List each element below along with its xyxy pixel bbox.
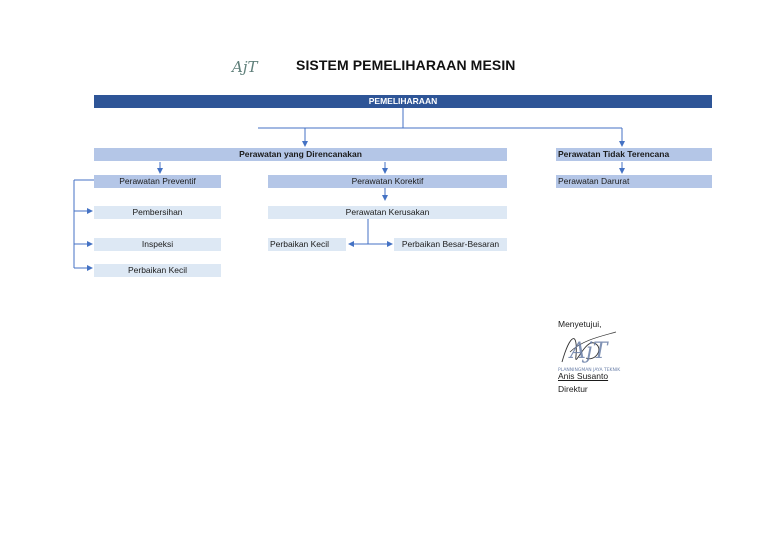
minor-repair-node: Perbaikan Kecil [268,238,346,251]
preventive-node: Perawatan Preventif [94,175,221,188]
company-logo: AjT [230,58,258,76]
signature-stamp: AjT PLANNINGMAN JAYA TEKNIK [558,331,621,373]
minor-repair-preventive-node: Perbaikan Kecil [94,264,221,277]
major-repair-node: Perbaikan Besar-Besaran [394,238,507,251]
unplanned-maintenance-node: Perawatan Tidak Terencana [556,148,712,161]
approved-label: Menyetujui, [558,319,602,329]
stamp-logo: AjT [568,339,610,364]
emergency-node: Perawatan Darurat [556,175,712,188]
damage-care-node: Perawatan Kerusakan [268,206,507,219]
signatory-name: Anis Susanto [558,371,609,381]
inspection-node: Inspeksi [94,238,221,251]
root-node: PEMELIHARAAN [94,95,712,108]
planned-maintenance-node: Perawatan yang Direncanakan [94,148,507,161]
signatory-role: Direktur [558,384,588,394]
corrective-node: Perawatan Korektif [268,175,507,188]
logo-text: AjT [230,58,258,76]
page-title: SISTEM PEMELIHARAAN MESIN [296,57,516,73]
stamp-text: PLANNINGMAN JAYA TEKNIK [558,367,621,373]
cleaning-node: Pembersihan [94,206,221,219]
